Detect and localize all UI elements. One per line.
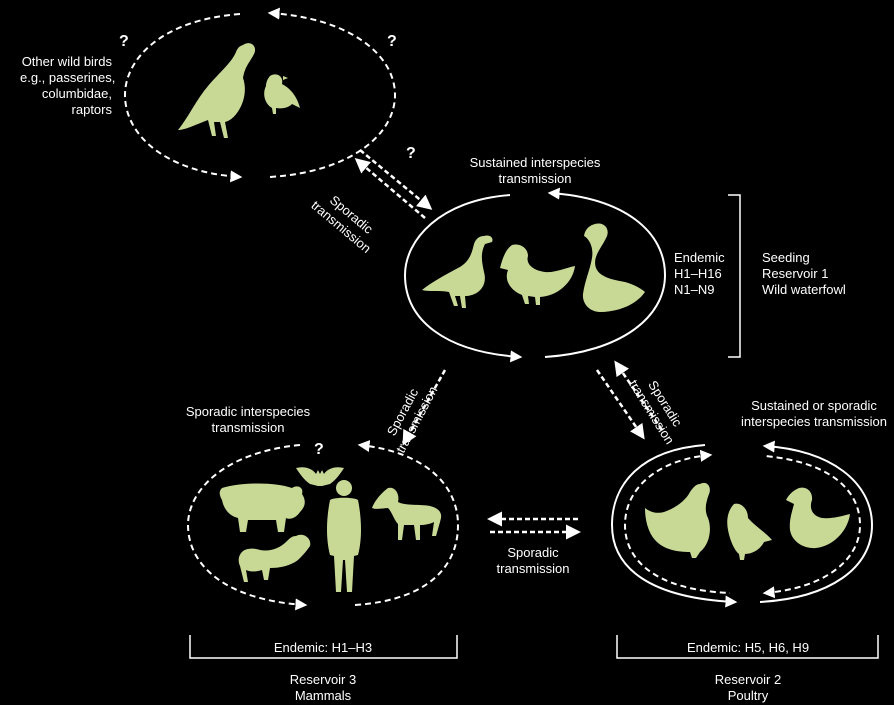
reservoir2-cycle-label: Sustained or sporadic interspecies trans… (741, 398, 887, 429)
songbird-icon (264, 74, 300, 114)
reservoir2-title: Reservoir 2 Poultry (714, 672, 782, 703)
horse-icon (372, 487, 442, 540)
vulture-icon (178, 43, 256, 138)
human-icon (327, 480, 361, 592)
reservoir3-bracket (189, 635, 458, 659)
link-label-res3-res2: Sporadic transmission (496, 545, 570, 576)
reservoir3-cycle-label: Sporadic interspecies transmission (185, 404, 311, 435)
goose-icon (422, 235, 493, 308)
duck-icon (786, 487, 850, 549)
reservoir1-cycle (403, 187, 667, 363)
swan-icon (582, 223, 645, 312)
reservoir1-bracket (728, 194, 741, 358)
reservoir1-title: Seeding Reservoir 1 Wild waterfowl (762, 250, 846, 297)
question-mark: ? (314, 441, 324, 458)
chicken-icon (645, 482, 710, 558)
reservoir2-cycle (610, 440, 874, 608)
reservoir1-cycle-label: Sustained interspecies transmission (469, 155, 601, 186)
question-mark: ? (119, 33, 129, 50)
reservoir2-bracket (616, 635, 879, 659)
wild-birds-cycle (123, 7, 397, 183)
question-mark: ? (406, 145, 416, 162)
pig-icon (219, 483, 305, 532)
reservoir3-endemic-label: Endemic: H1–H3 (273, 640, 373, 655)
dog-icon (238, 534, 311, 582)
reservoir3-title: Reservoir 3 Mammals (289, 672, 357, 703)
reservoir3-cycle (186, 440, 460, 611)
link-arrows (354, 149, 664, 540)
quail-icon (727, 503, 772, 560)
reservoir1-endemic-label: Endemic H1–H16 N1–N9 (674, 250, 725, 297)
reservoir2-endemic-label: Endemic: H5, H6, H9 (686, 640, 810, 655)
duck-icon (500, 244, 575, 305)
wild-birds-label: Other wild birds e.g., passerines, colum… (20, 54, 116, 117)
question-mark: ? (387, 33, 397, 50)
bat-icon (296, 467, 344, 486)
